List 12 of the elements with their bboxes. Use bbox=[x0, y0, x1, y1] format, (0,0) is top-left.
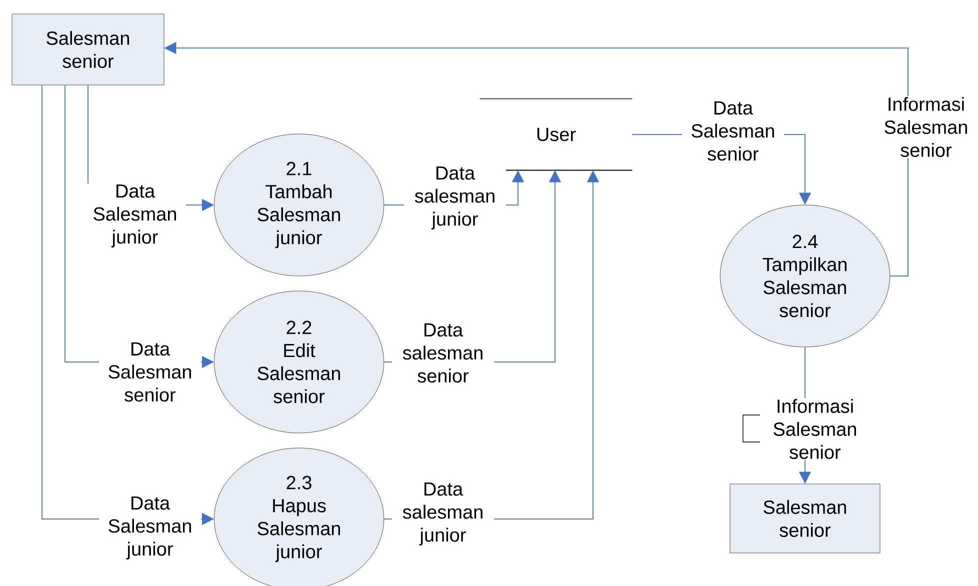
edge-label: Data Salesman junior bbox=[84, 184, 186, 248]
edge-label: Informasi Salesman senior bbox=[764, 398, 866, 460]
edge-label: Data Salesman senior bbox=[682, 100, 784, 162]
edge-label: Data salesman junior bbox=[404, 166, 506, 230]
edge-label: Data Salesman junior bbox=[99, 495, 201, 560]
entity-box: Salesman senior bbox=[730, 484, 880, 554]
edge-label: Data salesman junior bbox=[392, 481, 494, 546]
entity-box: Salesman senior bbox=[12, 14, 164, 86]
data-store: User bbox=[479, 98, 633, 171]
edge-label: Data Salesman senior bbox=[99, 341, 201, 403]
edge-label: Informasi Salesman senior bbox=[875, 96, 977, 158]
edge-label: Data salesman senior bbox=[392, 322, 494, 384]
